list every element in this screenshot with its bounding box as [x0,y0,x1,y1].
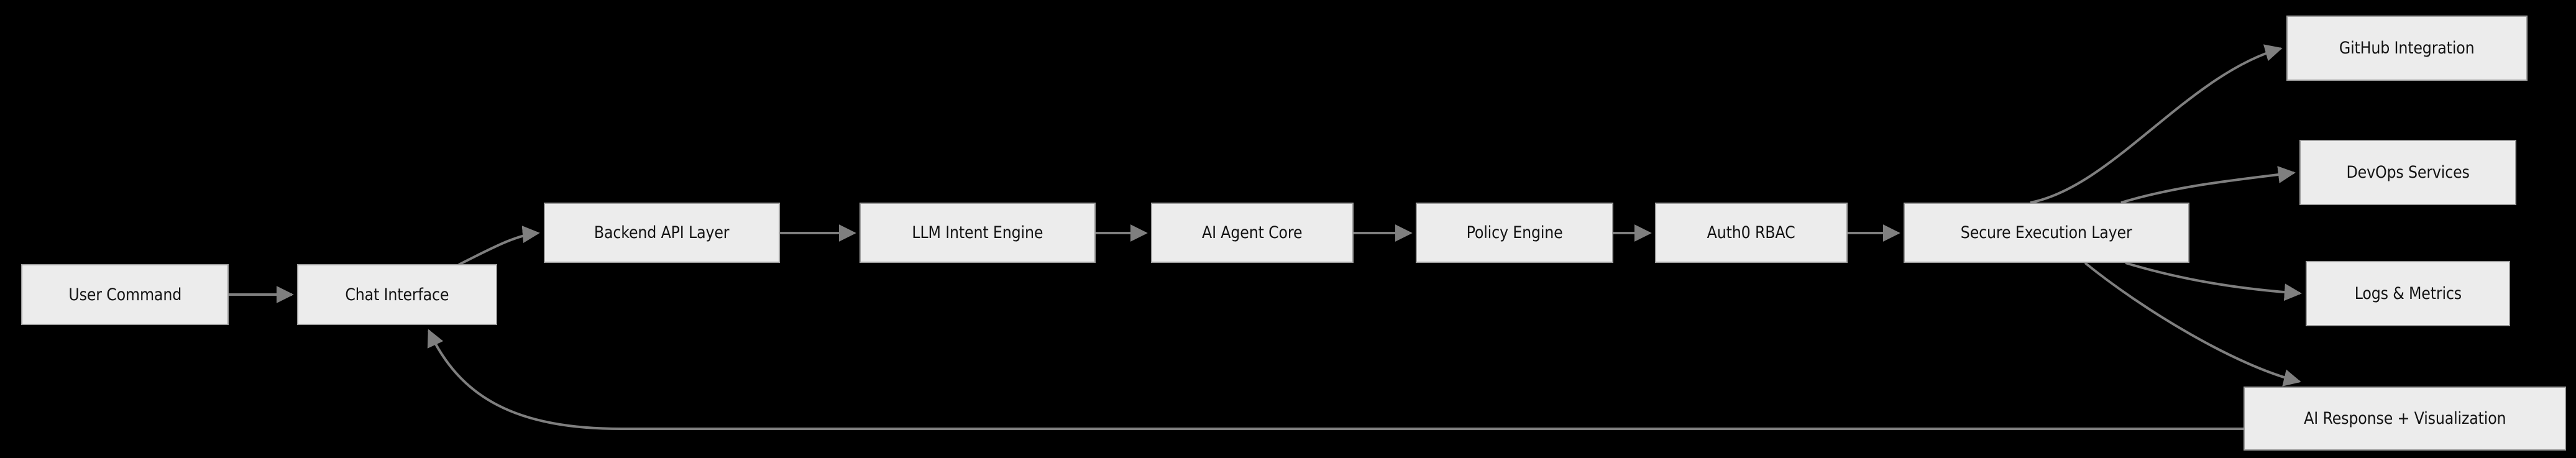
node-secure-execution-layer[interactable]: Secure Execution Layer [1904,203,2189,263]
node-auth0-rbac[interactable]: Auth0 RBAC [1655,203,1848,263]
node-label: Chat Interface [345,285,449,305]
node-label: LLM Intent Engine [912,223,1043,242]
node-chat-interface[interactable]: Chat Interface [297,264,497,325]
node-label: AI Agent Core [1202,223,1303,242]
edge-secure-execution-layer-to-github-integration [2030,44,2283,204]
node-backend-api-layer[interactable]: Backend API Layer [544,203,780,263]
node-label: AI Response + Visualization [2303,409,2506,428]
node-policy-engine[interactable]: Policy Engine [1416,203,1613,263]
node-label: Logs & Metrics [2354,284,2462,303]
node-user-command[interactable]: User Command [21,264,229,325]
edge-secure-execution-layer-to-logs-and-metrics [2125,262,2302,301]
node-label: Secure Execution Layer [1961,223,2132,242]
edge-secure-execution-layer-to-devops-services [2120,166,2296,204]
node-github-integration[interactable]: GitHub Integration [2286,16,2528,81]
node-label: GitHub Integration [2339,39,2475,58]
node-label: User Command [68,285,181,305]
edge-secure-execution-layer-to-ai-response-visualization [2084,262,2301,387]
node-ai-agent-core[interactable]: AI Agent Core [1151,203,1354,263]
node-logs-and-metrics[interactable]: Logs & Metrics [2306,261,2510,326]
node-label: DevOps Services [2346,163,2470,182]
node-ai-response-visualization[interactable]: AI Response + Visualization [2244,387,2566,451]
node-devops-services[interactable]: DevOps Services [2299,140,2516,205]
node-label: Policy Engine [1466,223,1563,242]
edge-chat-interface-to-backend-api-layer [458,226,540,266]
node-label: Auth0 RBAC [1707,223,1795,242]
edge-ai-response-visualization-to-chat-interface [427,329,2244,430]
node-label: Backend API Layer [594,223,730,242]
node-llm-intent-engine[interactable]: LLM Intent Engine [859,203,1096,263]
